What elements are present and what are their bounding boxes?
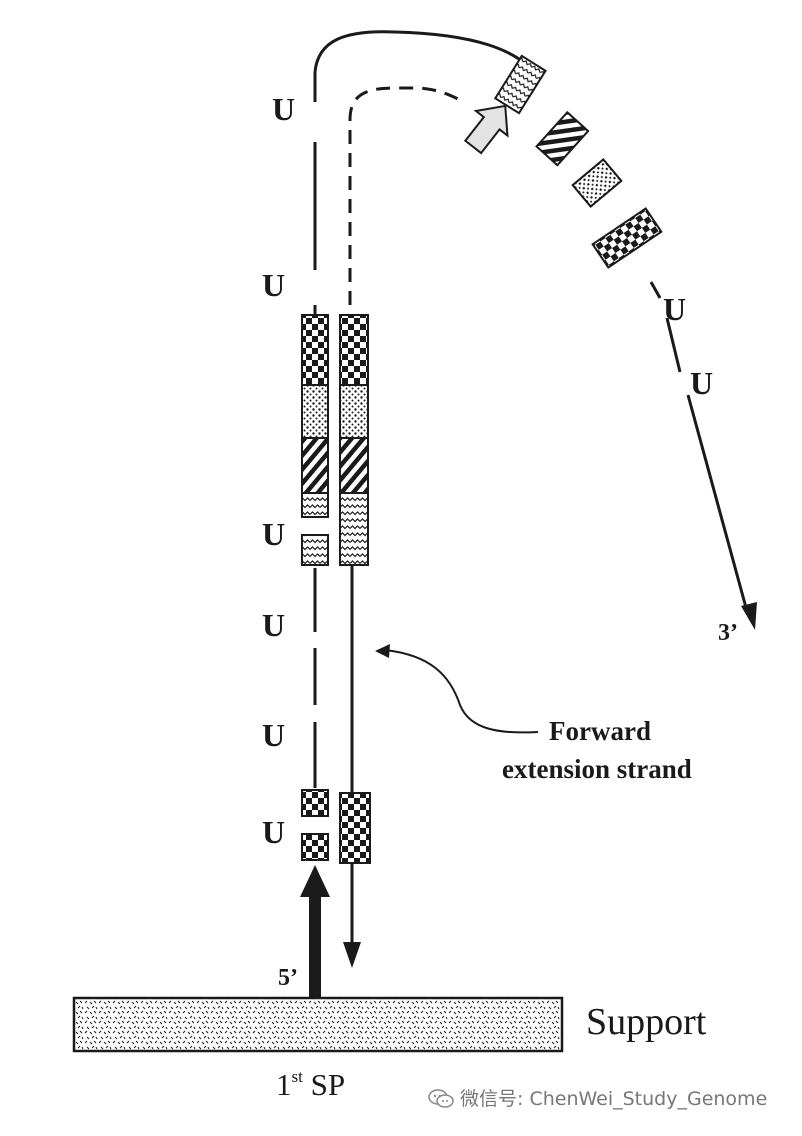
first-primer-arrow: [300, 865, 330, 998]
curve-block-hatch: [535, 110, 590, 167]
primer-label-suffix: SP: [303, 1067, 345, 1102]
template-block-check-small: [301, 789, 329, 817]
uracil-label: U: [272, 91, 295, 127]
annotation-line1: Forward: [549, 716, 651, 746]
three-prime-arrowhead: [741, 602, 757, 630]
uracil-label: U: [690, 365, 713, 401]
support-block: [72, 996, 564, 1053]
forward-extension-strand: [339, 86, 461, 968]
template-block-wave-small: [301, 534, 329, 566]
forward-block-dots: [339, 384, 369, 439]
curve-block-check: [591, 207, 663, 269]
curve-block-wave: [493, 54, 547, 115]
uracil-label: U: [663, 291, 686, 327]
primer-label-sup: st: [292, 1067, 304, 1086]
annotation-pointer-head: [375, 644, 390, 658]
forward-block-hatch: [339, 437, 369, 494]
primer-label-prefix: 1: [276, 1067, 292, 1102]
template-block-hatch: [301, 437, 329, 494]
forward-block-check: [339, 314, 369, 386]
extension-direction-arrow: [463, 104, 509, 155]
forward-strand-arrowhead: [343, 942, 361, 968]
forward-block-wave: [339, 492, 369, 566]
three-prime-label: 3’: [718, 620, 738, 646]
uracil-label: U: [262, 516, 285, 552]
template-block-check-bottom: [301, 833, 329, 861]
uracil-label: U: [262, 607, 285, 643]
curve-block-dots: [571, 158, 623, 208]
uracil-label: U: [262, 267, 285, 303]
uracil-label: U: [262, 717, 285, 753]
template-block-check: [301, 314, 329, 386]
uracil-label: U: [262, 814, 285, 850]
template-block-dots: [301, 384, 329, 439]
annotation-pointer: [384, 649, 539, 734]
watermark: 微信号: ChenWei_Study_Genome: [428, 1084, 767, 1111]
forward-block-check-bottom: [339, 792, 371, 864]
wechat-icon: [428, 1089, 454, 1108]
watermark-text: 微信号: ChenWei_Study_Genome: [460, 1088, 768, 1110]
template-strand: [301, 30, 757, 861]
template-block-wave: [301, 492, 329, 518]
five-prime-label: 5’: [278, 965, 298, 991]
support-label: Support: [586, 1001, 707, 1043]
annotation-line2: extension strand: [502, 754, 692, 784]
primer-label: 1st SP: [276, 1067, 345, 1102]
